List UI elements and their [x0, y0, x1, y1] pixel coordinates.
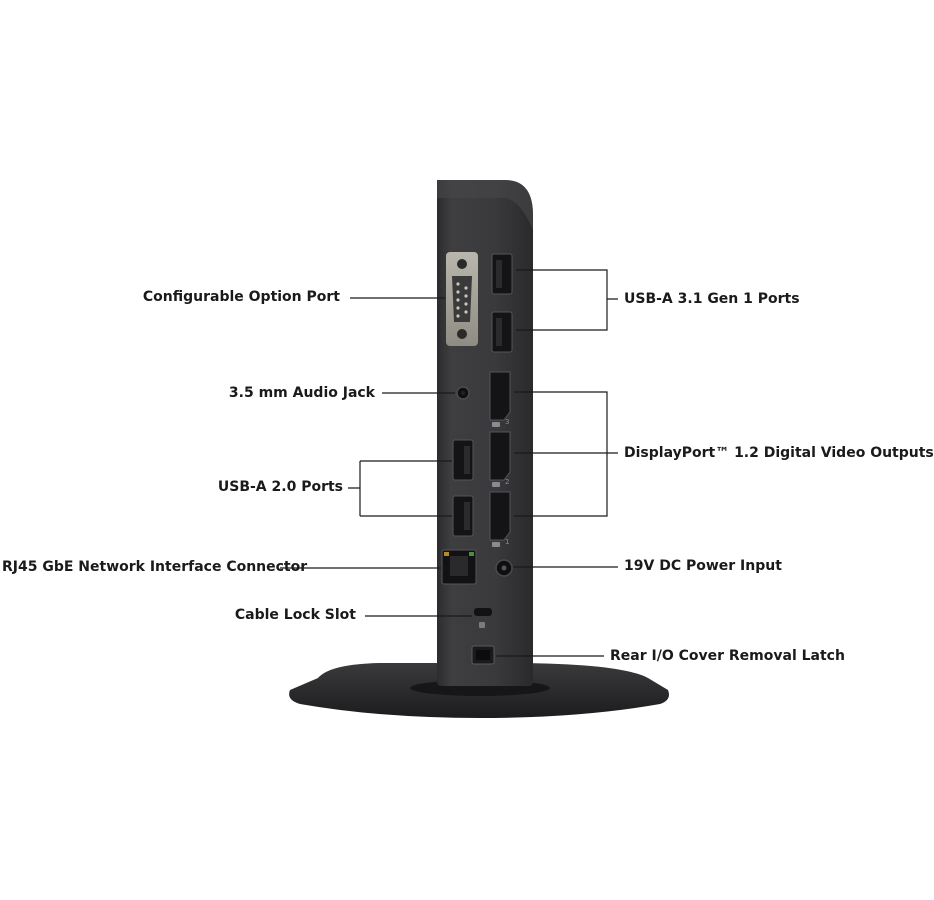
displayport-icons [492, 422, 500, 547]
label-rear-io-latch: Rear I/O Cover Removal Latch [610, 648, 845, 664]
audio-jack-graphic [456, 386, 470, 400]
dc-power-graphic [495, 559, 513, 577]
label-dc-power-input: 19V DC Power Input [624, 558, 782, 574]
leader-lines [280, 269, 618, 657]
label-rj45-connector: RJ45 GbE Network Interface Connector [2, 559, 308, 575]
thin-client-illustration [280, 180, 669, 718]
label-configurable-option-port: Configurable Option Port [142, 289, 340, 305]
leader-dp [514, 391, 618, 517]
label-usb-a-20-ports: USB-A 2.0 Ports [217, 479, 343, 495]
leader-usb31 [516, 269, 618, 331]
leader-usb20 [348, 460, 452, 517]
dp-mark-1: 1 [505, 538, 510, 546]
usb-a-31-port-graphics [491, 253, 513, 353]
cable-lock-slot-graphic [474, 608, 492, 628]
rear-io-latch-graphic [471, 645, 495, 665]
label-audio-jack: 3.5 mm Audio Jack [228, 385, 375, 401]
configurable-option-port-graphic [446, 252, 478, 346]
displayport-graphics [489, 371, 511, 541]
dp-mark-2: 2 [505, 478, 510, 486]
label-usb-a-31-ports: USB-A 3.1 Gen 1 Ports [624, 291, 800, 307]
dp-mark-3: 3 [505, 418, 510, 426]
usb-a-20-port-graphics [452, 439, 474, 537]
rj45-graphic [441, 549, 477, 585]
label-cable-lock-slot: Cable Lock Slot [234, 607, 356, 623]
diagram-stage: Configurable Option Port USB-A 3.1 Gen 1… [2, 180, 934, 718]
label-displayport-outputs: DisplayPort™ 1.2 Digital Video Outputs [624, 445, 934, 461]
